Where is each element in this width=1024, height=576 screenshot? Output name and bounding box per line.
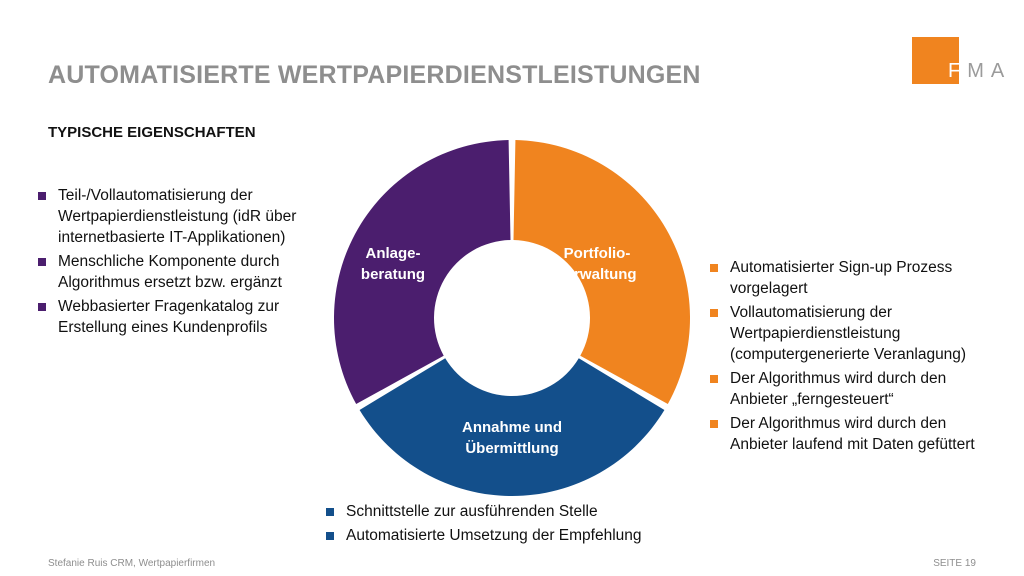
segment-label-line: verwaltung [557,266,636,283]
slide-subtitle: TYPISCHE EIGENSCHAFTEN [48,124,256,141]
square-bullet-icon [326,532,334,540]
left-bullet-text: Teil-/Vollautomatisierung der Wertpapier… [58,187,297,246]
logo-letter-f: F [948,60,968,82]
right-bullet-text: Automatisierter Sign-up Prozess vorgelag… [730,259,953,297]
right-bullet-item: Vollautomatisierung der Wertpapierdienst… [710,302,990,365]
left-bullet-item: Menschliche Komponente durch Algorithmus… [38,251,328,293]
slide-title: AUTOMATISIERTE WERTPAPIERDIENSTLEISTUNGE… [48,61,701,89]
square-bullet-icon [326,508,334,516]
bottom-bullet-text: Schnittstelle zur ausführenden Stelle [346,503,598,520]
bottom-bullet-text: Automatisierte Umsetzung der Empfehlung [346,527,642,544]
logo-letters-ma: MA [967,60,1012,82]
right-bullet-text: Der Algorithmus wird durch den Anbieter … [730,370,947,408]
square-bullet-icon [38,258,46,266]
segment-label-portfolioverwaltung: Portfolio-verwaltung [557,245,636,283]
footer-author: Stefanie Ruis CRM, Wertpapierfirmen [48,558,216,569]
segment-label-line: Anlage- [365,245,420,262]
square-bullet-icon [710,309,718,317]
bottom-bullet-item: Automatisierte Umsetzung der Empfehlung [326,525,646,546]
right-bullet-item: Automatisierter Sign-up Prozess vorgelag… [710,257,990,299]
right-bullet-text: Vollautomatisierung der Wertpapierdienst… [730,304,967,363]
segment-anlageberatung [334,140,511,405]
bottom-bullet-item: Schnittstelle zur ausführenden Stelle [326,501,646,522]
donut-segments [334,140,690,496]
left-bullet-text: Webbasierter Fragenkatalog zur Erstellun… [58,298,280,336]
left-bullet-list: Teil-/Vollautomatisierung der Wertpapier… [38,185,328,341]
bottom-bullet-list: Schnittstelle zur ausführenden Stelle Au… [326,501,646,549]
square-bullet-icon [710,375,718,383]
fma-logo-square [912,37,959,84]
square-bullet-icon [38,192,46,200]
right-bullet-item: Der Algorithmus wird durch den Anbieter … [710,368,990,410]
segment-label-anlageberatung: Anlage-beratung [361,245,425,283]
segment-label-line: Annahme und [462,419,562,436]
segment-portfolioverwaltung [513,140,690,405]
segment-label-line: beratung [361,266,425,283]
left-bullet-item: Webbasierter Fragenkatalog zur Erstellun… [38,296,328,338]
left-bullet-text: Menschliche Komponente durch Algorithmus… [58,253,282,291]
segment-annahme-uebermittlung [359,358,665,496]
right-bullet-text: Der Algorithmus wird durch den Anbieter … [730,415,975,453]
square-bullet-icon [710,264,718,272]
right-bullet-list: Automatisierter Sign-up Prozess vorgelag… [710,257,990,458]
right-bullet-item: Der Algorithmus wird durch den Anbieter … [710,413,990,455]
donut-labels: Anlage-beratung Portfolio-verwaltungAnnah… [361,245,637,457]
left-bullet-item: Teil-/Vollautomatisierung der Wertpapier… [38,185,328,248]
fma-logo-text: FMA [948,60,1011,83]
square-bullet-icon [38,303,46,311]
square-bullet-icon [710,420,718,428]
segment-label-line: Portfolio- [564,245,631,262]
footer-page-number: SEITE 19 [933,558,976,569]
segment-label-line: Übermittlung [465,440,558,457]
